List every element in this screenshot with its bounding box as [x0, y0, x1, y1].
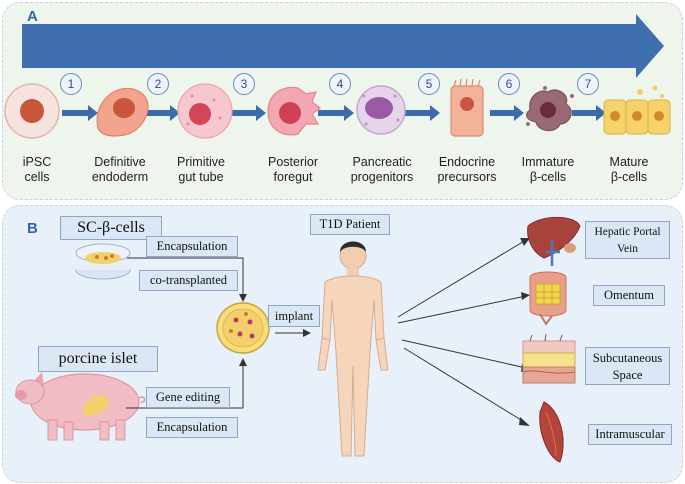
- porcine-islet-label: porcine islet: [38, 346, 158, 372]
- panel-b-label: B: [27, 220, 38, 237]
- step-1-number: 1: [60, 73, 82, 95]
- step-5-number: 5: [418, 73, 440, 95]
- t1d-patient-label: T1D Patient: [310, 214, 390, 235]
- immature-beta-cell-icon: [526, 86, 574, 132]
- encapsulated-islet-icon: [216, 302, 270, 354]
- pancreatic-progenitor-icon: [356, 85, 406, 135]
- primitive-gut-tube-icon: [177, 83, 233, 139]
- intramuscular-icon: [539, 401, 564, 463]
- step-arrows: [62, 105, 606, 121]
- connector-arrowheads: [239, 238, 531, 426]
- petri-dish-icon: [75, 243, 131, 280]
- step-6-number: 6: [498, 73, 520, 95]
- step-3-number: 3: [233, 73, 255, 95]
- liver-icon: [527, 216, 581, 266]
- step-2-number: 2: [147, 73, 169, 95]
- encapsulation-top-label: Encapsulation: [146, 236, 238, 257]
- intramuscular-label: Intramuscular: [588, 424, 672, 445]
- definitive-endoderm-icon: [96, 87, 149, 137]
- gene-editing-label: Gene editing: [146, 387, 230, 408]
- step-7-number: 7: [577, 73, 599, 95]
- subcutaneous-space-icon: [522, 333, 576, 384]
- panel-a-label: A: [27, 8, 38, 25]
- t1d-patient-icon: [317, 241, 389, 457]
- posterior-foregut-icon: [267, 86, 321, 136]
- encapsulation-bottom-label: Encapsulation: [146, 417, 238, 438]
- progression-arrow: [22, 14, 664, 78]
- sc-beta-cells-label: SC-β-cells: [60, 216, 162, 240]
- co-transplanted-label: co-transplanted: [139, 270, 238, 291]
- step-4-number: 4: [329, 73, 351, 95]
- ipsc-cell-icon: [4, 83, 60, 139]
- omentum-label: Omentum: [593, 285, 665, 306]
- implant-label: implant: [268, 305, 320, 327]
- mature-beta-cells-icon: [603, 85, 671, 135]
- omentum-icon: [529, 271, 567, 326]
- connector-lines: [126, 239, 527, 424]
- pig-icon: [15, 372, 146, 441]
- endocrine-precursor-icon: [450, 78, 484, 137]
